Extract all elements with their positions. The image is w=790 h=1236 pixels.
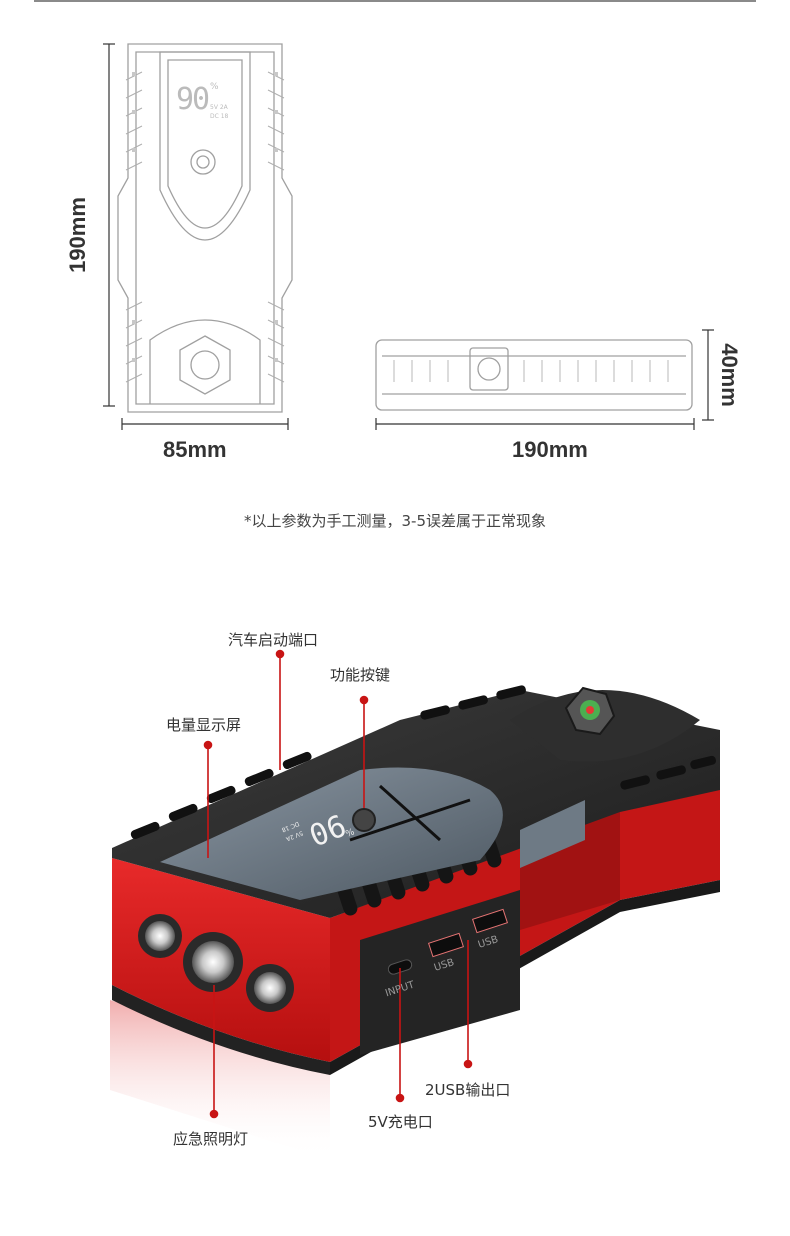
callout-emergency-light: 应急照明灯 bbox=[173, 1130, 249, 1148]
front-view-rivets bbox=[132, 72, 278, 362]
callout-function-key: 功能按键 bbox=[330, 666, 391, 684]
callout-lines bbox=[203, 649, 473, 1119]
screen-readout: 90 % 5V 2A DC 18 bbox=[254, 785, 360, 874]
measurement-note: *以上参数为手工测量，3-5误差属于正常现象 bbox=[243, 512, 546, 530]
function-key bbox=[352, 808, 376, 832]
top-divider bbox=[34, 0, 756, 2]
dimension-diagram bbox=[103, 43, 714, 430]
red-front-face bbox=[112, 858, 330, 1062]
screen-percent-sign: % bbox=[343, 825, 356, 838]
dim-side-thickness: 40mm bbox=[716, 343, 742, 407]
emergency-lights bbox=[138, 914, 294, 1012]
compass-dome bbox=[510, 690, 700, 762]
outline-display-line1: 5V 2A bbox=[210, 104, 228, 111]
usb-port-2 bbox=[471, 908, 509, 934]
callout-usb-output: 2USB输出口 bbox=[425, 1081, 511, 1099]
dim-front-width: 85mm bbox=[163, 437, 227, 462]
outline-display-line2: DC 18 bbox=[210, 113, 229, 120]
callout-car-start-port: 汽车启动端口 bbox=[228, 631, 319, 649]
port-label-input: INPUT bbox=[384, 979, 416, 1000]
dim-front-height: 190mm bbox=[64, 197, 90, 273]
input-port bbox=[387, 959, 413, 975]
dim-side-length: 190mm bbox=[512, 437, 588, 462]
callout-charge-port: 5V充电口 bbox=[368, 1113, 433, 1131]
dimension-lines bbox=[103, 43, 714, 430]
red-side-face bbox=[330, 780, 720, 1062]
outline-display-percent: 90 bbox=[176, 82, 210, 117]
usb-port-1 bbox=[427, 932, 465, 958]
port-label-usb2: USB bbox=[476, 934, 500, 951]
side-view-ridges bbox=[393, 360, 669, 382]
side-view-outline bbox=[375, 339, 693, 411]
slot-ridges bbox=[336, 832, 502, 916]
outline-display-percent-sign: % bbox=[210, 82, 219, 92]
outline-display: 90 % 5V 2A DC 18 bbox=[176, 82, 236, 126]
front-view-outline bbox=[117, 43, 293, 413]
port-label-usb1: USB bbox=[432, 957, 456, 974]
callout-display-screen: 电量显示屏 bbox=[166, 716, 242, 734]
top-ridges bbox=[130, 685, 716, 840]
